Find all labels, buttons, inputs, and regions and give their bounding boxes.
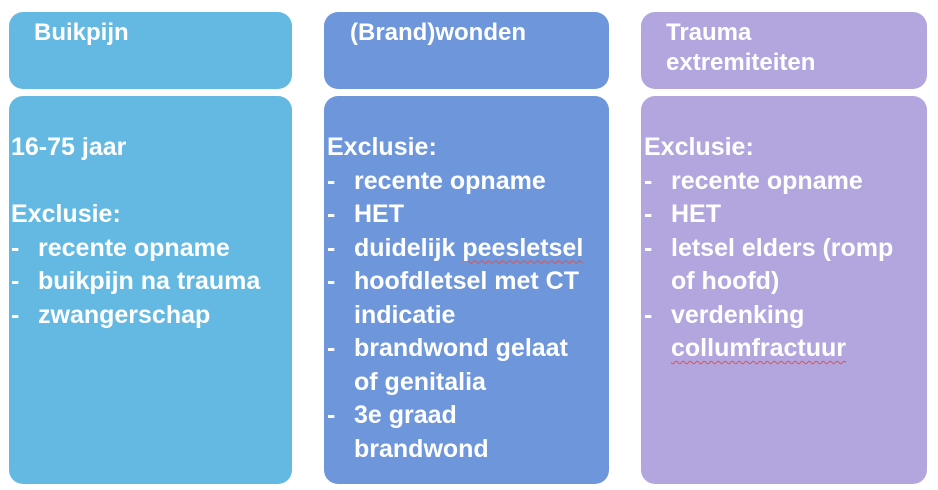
bullet-dash: - <box>644 166 653 195</box>
exclusion-list: - recente opname - HET - letsel elders (… <box>644 165 927 366</box>
item-text: verdenking <box>671 300 805 329</box>
bullet-dash: - <box>11 233 20 262</box>
item-text: HET <box>671 200 721 228</box>
criteria-box-brandwonden: Exclusie: - recente opname - HET - duide… <box>324 96 609 484</box>
header-line: extremiteiten <box>666 49 816 76</box>
bullet-dash: - <box>327 166 336 195</box>
header-buikpijn: Buikpijn <box>9 12 292 89</box>
exclusion-list: - recente opname - HET - duidelijk peesl… <box>327 165 609 467</box>
header-line: Trauma <box>666 19 752 46</box>
header-brandwonden: (Brand)wonden <box>324 12 609 89</box>
header-line: Buikpijn <box>34 19 129 46</box>
list-item: - brandwond gelaat of genitalia <box>327 332 609 399</box>
list-item: - recente opname <box>11 232 292 266</box>
exclusion-label: Exclusie: <box>327 133 437 161</box>
item-text: brandwond gelaat <box>354 334 568 362</box>
bullet-dash: - <box>11 300 20 329</box>
age-range: 16-75 jaar <box>11 133 127 161</box>
item-text: of hoofd) <box>671 267 780 295</box>
list-item: - duidelijk peesletsel <box>327 232 609 266</box>
list-item: - verdenking collumfractuur <box>644 299 927 366</box>
header-trauma-extremiteiten: Trauma extremiteiten <box>641 12 927 89</box>
bullet-dash: - <box>327 233 336 262</box>
item-text: hoofdletsel met CT <box>354 267 580 295</box>
bullet-dash: - <box>644 200 653 228</box>
exclusion-label: Exclusie: <box>644 133 754 161</box>
criteria-box-buikpijn: 16-75 jaar Exclusie: - recente opname - … <box>9 96 292 484</box>
spacer <box>11 165 292 199</box>
list-item: - HET <box>327 198 609 232</box>
item-text: recente opname <box>671 166 863 195</box>
item-text: brandwond <box>354 434 489 463</box>
item-text: HET <box>354 200 404 228</box>
list-item: - hoofdletsel met CT indicatie <box>327 265 609 332</box>
criteria-box-trauma-extremiteiten: Exclusie: - recente opname - HET - letse… <box>641 96 927 484</box>
exclusion-list: - recente opname - buikpijn na trauma - … <box>11 232 292 333</box>
bullet-dash: - <box>644 300 653 329</box>
item-text: buikpijn na trauma <box>38 267 261 295</box>
bullet-dash: - <box>327 267 336 295</box>
item-text: 3e graad <box>354 401 457 429</box>
item-text: of genitalia <box>354 367 486 396</box>
item-text: recente opname <box>354 166 546 195</box>
item-text: collumfractuur <box>671 334 847 362</box>
list-item: - zwangerschap <box>11 299 292 333</box>
bullet-dash: - <box>11 267 20 295</box>
bullet-dash: - <box>644 233 653 262</box>
list-item: - 3e graad brandwond <box>327 399 609 466</box>
list-item: - HET <box>644 198 927 232</box>
item-text: duidelijk peesletsel <box>354 233 584 262</box>
list-item: - recente opname <box>644 165 927 199</box>
bullet-dash: - <box>327 334 336 362</box>
list-item: - buikpijn na trauma <box>11 265 292 299</box>
item-text: letsel elders (romp <box>671 233 894 262</box>
header-line: (Brand)wonden <box>350 19 526 46</box>
item-text: zwangerschap <box>38 300 211 329</box>
exclusion-label: Exclusie: <box>11 200 121 228</box>
list-item: - letsel elders (romp of hoofd) <box>644 232 927 299</box>
list-item: - recente opname <box>327 165 609 199</box>
bullet-dash: - <box>327 401 336 429</box>
item-text: indicatie <box>354 300 456 329</box>
bullet-dash: - <box>327 200 336 228</box>
item-text: recente opname <box>38 233 230 262</box>
